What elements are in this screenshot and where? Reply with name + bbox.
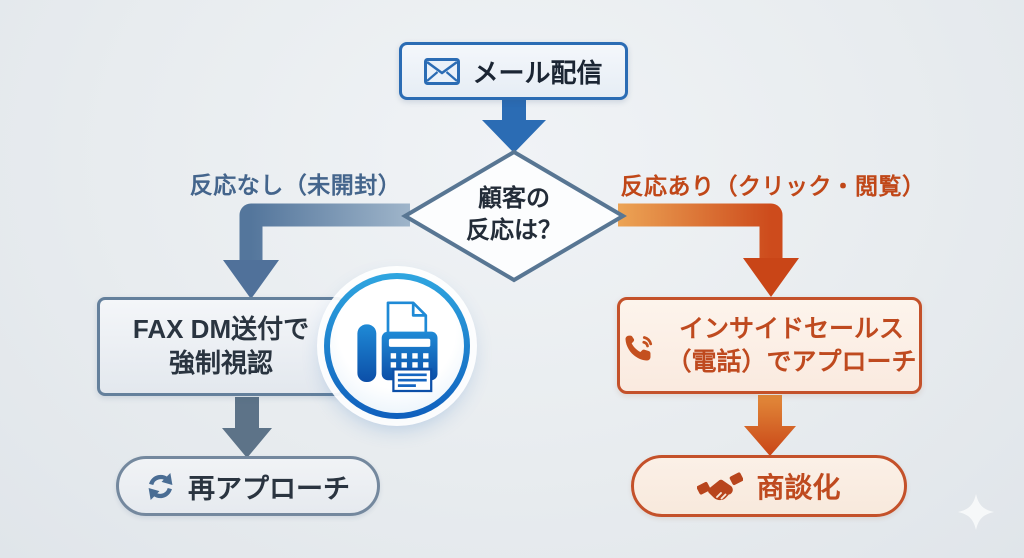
inside-sales-label: インサイドセールス （電話）でアプローチ	[666, 313, 916, 378]
reapproach-pill: 再アプローチ	[116, 456, 380, 516]
refresh-icon	[148, 472, 173, 500]
email-delivery-label: メール配信	[472, 57, 603, 88]
sparkle-icon	[958, 494, 994, 530]
inside-sales-line2: （電話）でアプローチ	[666, 347, 917, 376]
fax-circle-inner	[330, 279, 464, 413]
phone-icon	[625, 335, 653, 361]
fax-circle-badge	[324, 273, 470, 419]
fax-dm-line1: FAX DM送付で	[132, 313, 310, 344]
arrow-fax-to-reapproach	[222, 397, 272, 458]
fax-dm-label: FAX DM送付で 強制視認	[133, 313, 309, 381]
decision-diamond	[401, 149, 627, 283]
branch-no-response-label: 反応なし（未開封）	[189, 172, 402, 198]
decision-line1: 顧客の	[478, 185, 550, 212]
envelope-icon	[424, 57, 461, 85]
arrow-sales-to-deal	[744, 395, 796, 456]
deal-pill: 商談化	[631, 455, 907, 517]
decision-question: 顧客の 反応は？	[414, 183, 614, 248]
branch-response-label: 反応あり（クリック・閲覧）	[620, 173, 926, 199]
decision-line2: 反応は？	[466, 217, 562, 245]
deal-label: 商談化	[756, 472, 841, 503]
handshake-icon	[697, 471, 744, 500]
fax-icon	[357, 301, 438, 393]
fax-dm-line2: 強制視認	[168, 347, 273, 378]
arrow-email-to-decision	[482, 99, 546, 153]
reapproach-label: 再アプローチ	[188, 473, 350, 504]
arrow-decision-to-fax	[223, 203, 410, 299]
fax-dm-box: FAX DM送付で 強制視認	[97, 297, 345, 396]
inside-sales-line1: インサイドセールス	[678, 315, 904, 343]
email-delivery-box: メール配信	[399, 42, 628, 100]
inside-sales-box: インサイドセールス （電話）でアプローチ	[617, 297, 922, 394]
arrow-decision-to-sales	[618, 203, 799, 297]
